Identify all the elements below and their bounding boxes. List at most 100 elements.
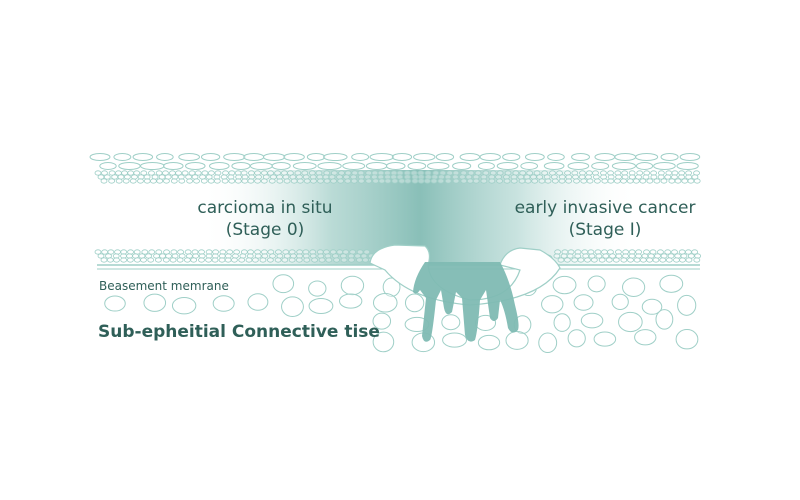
cell bbox=[268, 178, 276, 184]
cell bbox=[573, 178, 580, 184]
cell bbox=[650, 174, 658, 180]
cell bbox=[183, 257, 191, 263]
cell bbox=[333, 257, 341, 263]
cell bbox=[292, 162, 317, 170]
cell bbox=[213, 178, 221, 184]
cell bbox=[574, 253, 582, 259]
cell bbox=[262, 153, 286, 161]
cell bbox=[340, 257, 348, 263]
cell bbox=[178, 178, 186, 184]
cell bbox=[126, 257, 134, 263]
cell bbox=[295, 257, 303, 263]
cell bbox=[159, 253, 166, 259]
tumor-invasion bbox=[413, 262, 519, 342]
cell bbox=[356, 257, 363, 263]
cell bbox=[593, 178, 601, 184]
cell bbox=[479, 153, 501, 161]
cell bbox=[148, 249, 156, 255]
cell bbox=[140, 257, 147, 263]
cell bbox=[228, 178, 236, 184]
cell bbox=[276, 178, 284, 184]
cell bbox=[120, 257, 128, 263]
cell bbox=[259, 257, 267, 263]
cell bbox=[339, 293, 363, 309]
cell bbox=[281, 257, 289, 263]
cell bbox=[496, 178, 503, 184]
cell bbox=[639, 178, 647, 184]
cell bbox=[205, 257, 212, 263]
cell bbox=[337, 178, 345, 184]
cell bbox=[101, 249, 109, 255]
cell bbox=[115, 178, 123, 184]
cell bbox=[104, 295, 126, 312]
cell bbox=[538, 178, 546, 184]
cell bbox=[318, 257, 326, 263]
cell bbox=[163, 178, 170, 184]
cell bbox=[369, 153, 395, 161]
cell bbox=[538, 332, 558, 354]
cell bbox=[601, 178, 609, 184]
cell bbox=[547, 153, 565, 161]
cell bbox=[178, 153, 200, 161]
cell bbox=[181, 170, 189, 176]
cell bbox=[254, 253, 262, 259]
cell bbox=[224, 257, 232, 263]
cell bbox=[118, 162, 141, 170]
cell bbox=[602, 253, 610, 259]
cell bbox=[209, 162, 230, 170]
cell bbox=[140, 170, 148, 176]
cell bbox=[679, 257, 686, 263]
cell bbox=[290, 178, 298, 184]
cell bbox=[147, 257, 155, 263]
cell bbox=[272, 274, 295, 294]
cell bbox=[593, 331, 617, 347]
cell bbox=[472, 178, 480, 184]
cell bbox=[496, 162, 519, 170]
cell bbox=[384, 178, 392, 184]
cell bbox=[108, 178, 116, 184]
cell bbox=[477, 334, 501, 351]
early-invasive-label: early invasive cancer (Stage I) bbox=[500, 197, 710, 241]
cell bbox=[641, 298, 663, 315]
cell bbox=[344, 178, 352, 184]
cell bbox=[330, 178, 337, 184]
cell bbox=[442, 332, 468, 348]
cell bbox=[571, 153, 590, 161]
cell bbox=[480, 178, 488, 184]
cell bbox=[477, 162, 495, 170]
carcinoma-in-situ-title: carcioma in situ bbox=[197, 198, 333, 218]
cell bbox=[251, 257, 259, 263]
cell bbox=[308, 297, 334, 315]
cell bbox=[659, 257, 667, 263]
cell bbox=[626, 178, 634, 184]
cell bbox=[664, 174, 672, 180]
cell bbox=[678, 174, 685, 180]
cell bbox=[571, 257, 579, 263]
cell bbox=[171, 296, 197, 315]
cell bbox=[677, 294, 697, 316]
cell bbox=[693, 257, 701, 263]
cell bbox=[89, 153, 111, 161]
carcinoma-in-situ-stage: (Stage 0) bbox=[225, 220, 305, 240]
cell bbox=[435, 153, 455, 161]
cell bbox=[466, 178, 474, 184]
cell bbox=[363, 249, 371, 255]
cell bbox=[503, 178, 511, 184]
cell bbox=[441, 314, 461, 331]
cell bbox=[524, 153, 545, 161]
cell bbox=[306, 153, 326, 161]
cell bbox=[132, 153, 154, 161]
cell bbox=[212, 295, 235, 312]
cell bbox=[308, 280, 327, 297]
cell bbox=[426, 162, 450, 170]
cell bbox=[417, 178, 425, 184]
cell bbox=[303, 178, 311, 184]
cell bbox=[693, 178, 701, 184]
cell bbox=[113, 153, 132, 161]
early-invasive-stage: (Stage I) bbox=[568, 220, 642, 240]
cell bbox=[558, 178, 566, 184]
cell bbox=[372, 292, 398, 313]
cell bbox=[612, 257, 620, 263]
cell bbox=[101, 170, 108, 176]
